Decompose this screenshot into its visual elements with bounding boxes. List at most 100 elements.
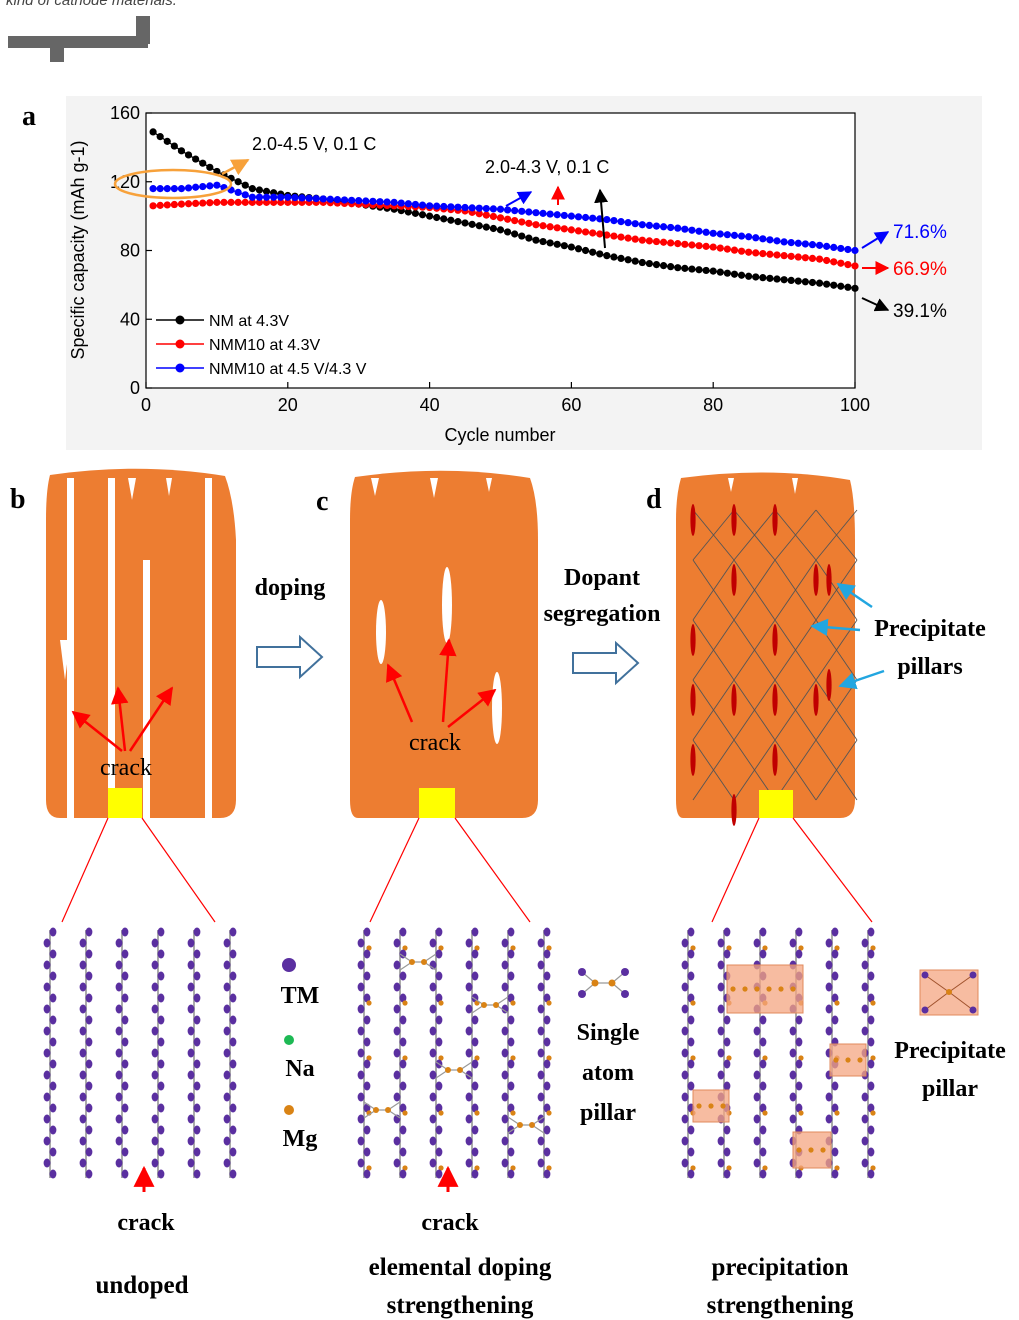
data-point (511, 216, 519, 225)
data-point (737, 247, 746, 255)
arrow-label-segregation: segregation (544, 601, 661, 627)
data-point (433, 213, 441, 222)
tm-atom (229, 1169, 237, 1179)
data-point (255, 198, 264, 206)
data-point (794, 277, 802, 285)
tm-atom (429, 1048, 437, 1058)
tm-atom (543, 1081, 551, 1091)
tm-atom (831, 1103, 839, 1113)
tm-atom (229, 1059, 237, 1069)
tm-atom (79, 1070, 87, 1080)
data-point (815, 255, 824, 263)
tm-atom (187, 1158, 195, 1168)
tm-atom (43, 960, 51, 970)
tm-atom (363, 1037, 371, 1047)
tm-atom (399, 993, 407, 1003)
tm-atom (49, 1037, 57, 1047)
data-point (284, 198, 292, 206)
tm-atom (79, 1004, 87, 1014)
tm-atom (471, 1081, 479, 1091)
tm-atom (43, 1048, 51, 1058)
tm-atom (429, 982, 437, 992)
tm-atom (157, 993, 165, 1003)
tm-atom (399, 1015, 407, 1025)
data-point (518, 232, 526, 240)
tm-atom (79, 1114, 87, 1124)
tm-atom (43, 1004, 51, 1014)
tm-atom (501, 1092, 509, 1102)
tm-atom (435, 1103, 443, 1113)
tm-atom (753, 1070, 761, 1080)
tm-atom (717, 1070, 725, 1080)
tm-atom (687, 949, 695, 959)
legend-na: Na (285, 1056, 314, 1082)
header-fragment: kind of cathode materials. (6, 0, 177, 9)
tm-atom (867, 949, 875, 959)
tm-atom (85, 927, 93, 937)
crack-label-bottom-c: crack (421, 1210, 479, 1236)
tm-atom (49, 927, 57, 937)
data-point (567, 226, 576, 234)
tm-atom (115, 960, 123, 970)
tm-atom (85, 1103, 93, 1113)
precipitate-pillar (813, 684, 819, 716)
data-point (638, 236, 646, 244)
data-point (404, 200, 412, 208)
tm-atom (867, 1125, 875, 1135)
tm-atom (223, 1114, 231, 1124)
tm-atom (157, 1059, 165, 1069)
tm-atom (543, 1059, 551, 1069)
annotation-arrow-blue (505, 191, 533, 207)
retention-black: 39.1% (893, 301, 947, 322)
x-tick-label: 100 (840, 395, 870, 415)
tm-atom (867, 1169, 875, 1179)
data-point (631, 257, 639, 265)
data-point (730, 246, 739, 254)
data-point (312, 194, 320, 203)
data-point (227, 198, 235, 206)
data-point (794, 253, 802, 261)
tm-atom (43, 1070, 51, 1080)
data-point (213, 181, 221, 189)
data-point (709, 267, 717, 275)
tm-atom (151, 1114, 159, 1124)
doping-arrow-icon (256, 634, 324, 680)
data-point (617, 254, 625, 263)
single-atom-pillar-icon (578, 968, 629, 998)
data-point (723, 245, 731, 253)
tm-atom (861, 1114, 869, 1124)
retention-red: 66.9% (893, 259, 947, 280)
data-point (532, 221, 540, 229)
data-point (539, 237, 547, 246)
tm-atom (193, 1125, 201, 1135)
tm-atom (429, 1026, 437, 1036)
tm-atom (537, 1158, 545, 1168)
tm-atom (115, 1158, 123, 1168)
header-glyph-icon (8, 16, 150, 62)
tm-atom (795, 1015, 803, 1025)
data-point (667, 263, 675, 271)
tm-atom (789, 1114, 797, 1124)
precipitate-pillar (690, 744, 696, 776)
precipitate-pillar (826, 564, 832, 596)
data-point (801, 240, 809, 248)
data-point (624, 234, 632, 242)
legend-tm: TM (281, 983, 320, 1009)
tm-atom (121, 949, 129, 959)
data-point (759, 274, 767, 282)
tm-atom (49, 1059, 57, 1069)
tm-atom (79, 960, 87, 970)
tm-atom (357, 1092, 365, 1102)
data-point (454, 203, 462, 211)
data-point (667, 239, 675, 247)
tm-atom (723, 927, 731, 937)
tm-atom (435, 1037, 443, 1047)
tm-atom (193, 1059, 201, 1069)
data-point (596, 230, 604, 238)
data-point (596, 250, 604, 258)
data-point (801, 278, 809, 286)
data-point (319, 195, 327, 203)
retention-arrow-blue (861, 231, 890, 249)
tm-atom (85, 993, 93, 1003)
data-point (170, 185, 178, 193)
